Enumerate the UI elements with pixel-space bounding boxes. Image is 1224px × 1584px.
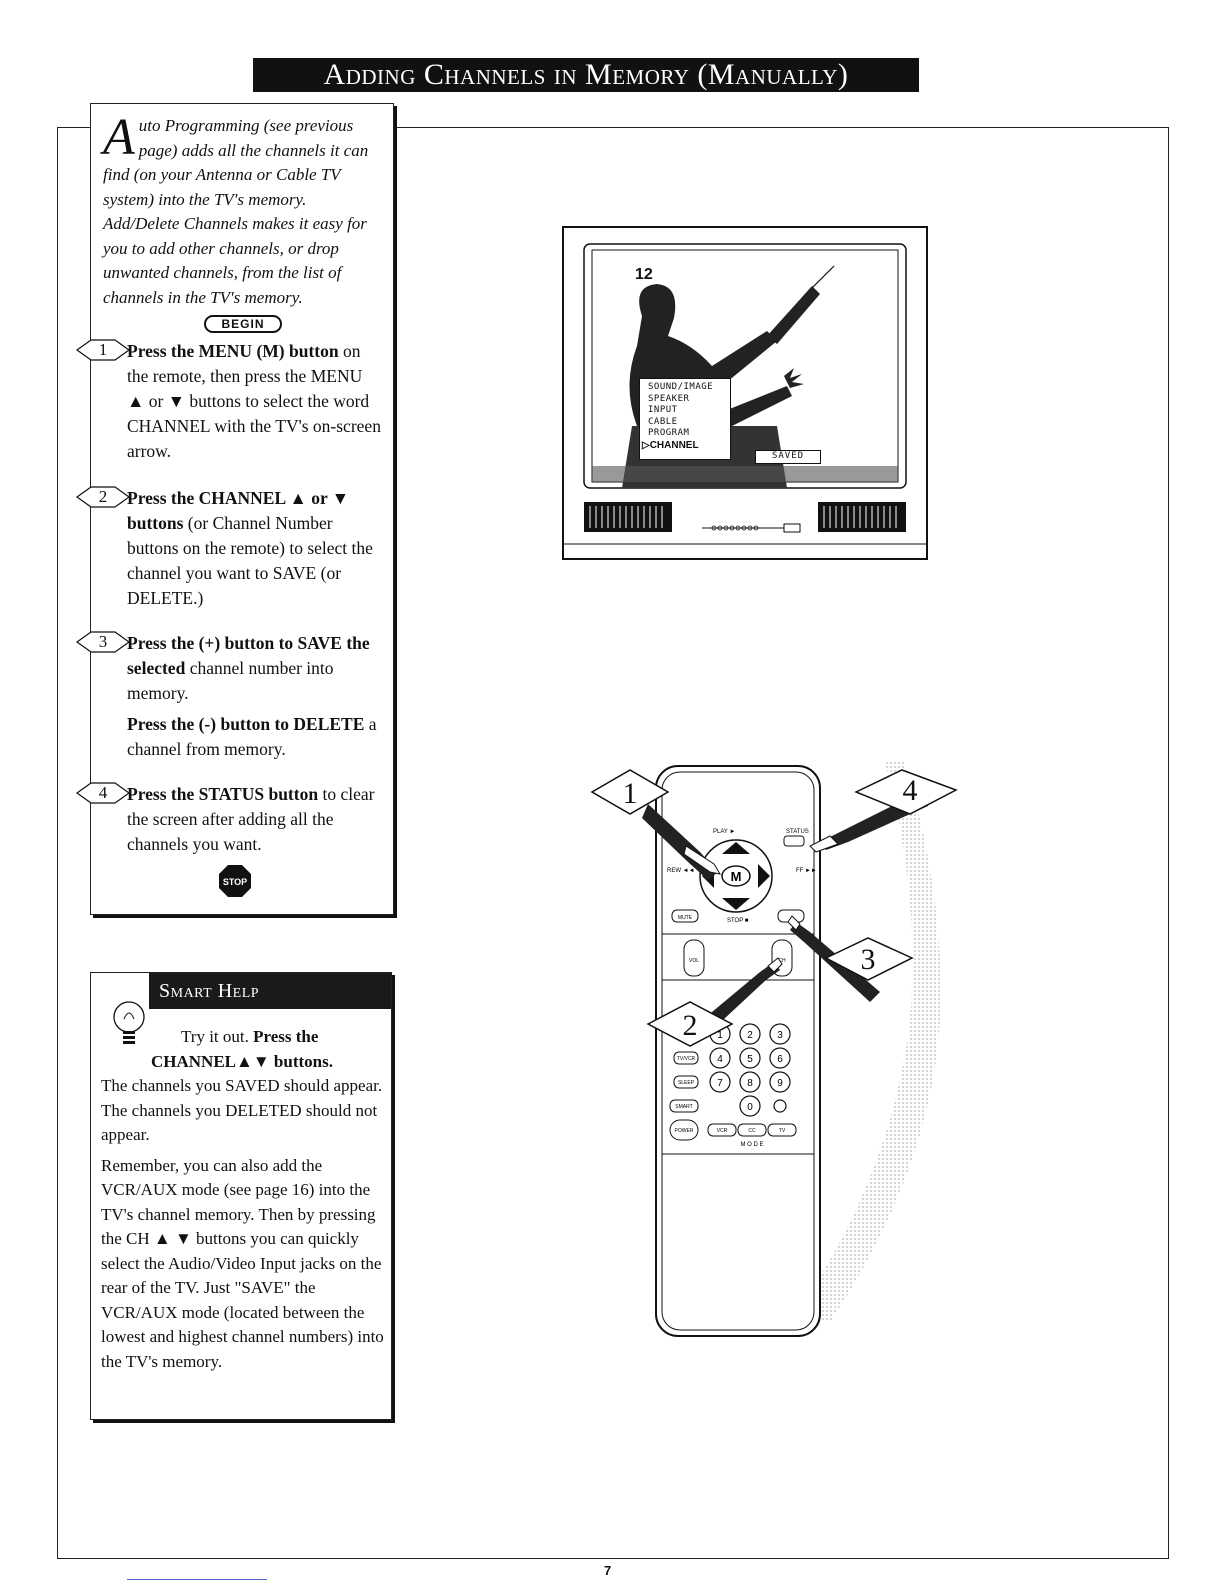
- step-text: (or Channel Number buttons on the remote…: [127, 513, 373, 608]
- remote-key-2[interactable]: 2: [747, 1030, 753, 1041]
- remote-key-0[interactable]: 0: [747, 1102, 753, 1113]
- page-frame: [57, 127, 1169, 1559]
- help-try-it-out: Try it out.: [181, 1027, 249, 1046]
- callout-4: 4: [903, 774, 918, 807]
- tv-channel-number: 12: [635, 266, 653, 283]
- menu-selected-label: CHANNEL: [649, 439, 699, 451]
- step-arrow-icon: [75, 781, 131, 805]
- step-bold: Press the STATUS button: [127, 784, 319, 804]
- remote-ch-label: CH: [778, 958, 786, 964]
- remote-rew-label: REW ◄◄: [667, 868, 695, 874]
- remote-tv-button[interactable]: TV: [779, 1128, 786, 1134]
- stop-label: STOP: [223, 877, 247, 887]
- step-bold: Press the (+) button to SAVE the selecte…: [127, 633, 370, 678]
- lightbulb-icon: [105, 969, 153, 1049]
- remote-key-7[interactable]: 7: [717, 1078, 723, 1089]
- remote-sleep-button[interactable]: SLEEP: [678, 1080, 695, 1086]
- step-arrow-icon: [75, 338, 131, 362]
- remote-key-6[interactable]: 6: [777, 1054, 783, 1065]
- menu-item: INPUT: [648, 405, 678, 415]
- remote-tvvcr-button[interactable]: TV/VCR: [677, 1056, 696, 1062]
- step-extra-bold: Press the (-) button to DELETE: [127, 714, 365, 734]
- help-paragraph-2: Remember, you can also add the VCR/AUX m…: [101, 1155, 384, 1371]
- remote-drawing: PLAY ► STATUS REW ◄◄ FF ►► M STOP ■ MUTE…: [590, 542, 958, 1337]
- page-number: 7: [604, 1563, 612, 1578]
- help-lead-line: Try it out. Press the: [101, 1025, 389, 1050]
- tv-saved-status: SAVED: [755, 450, 821, 464]
- step-bold: Press the CHANNEL ▲ or ▼ buttons: [127, 488, 350, 533]
- step-3: 3 Press the (+) button to SAVE the selec…: [75, 631, 383, 762]
- callout-1: 1: [623, 777, 638, 810]
- menu-item: SPEAKER: [648, 393, 690, 404]
- smart-help-body: Try it out. Press the CHANNEL▲▼ buttons.…: [101, 1025, 389, 1374]
- remote-illustration: PLAY ► STATUS REW ◄◄ FF ►► M STOP ■ MUTE…: [590, 542, 960, 1342]
- step-number: 2: [98, 487, 108, 506]
- remote-key-4[interactable]: 4: [717, 1054, 723, 1065]
- smart-help-title: Smart Help: [149, 973, 391, 1009]
- step-1: 1 Press the MENU (M) button on the remot…: [75, 339, 383, 464]
- remote-vcr-button[interactable]: VCR: [717, 1128, 728, 1134]
- begin-badge: BEGIN: [204, 315, 282, 333]
- callout-3: 3: [861, 943, 876, 976]
- step-extra-text: a channel from memory.: [127, 714, 377, 759]
- remote-key-8[interactable]: 8: [747, 1078, 753, 1089]
- step-arrow-icon: [75, 630, 131, 654]
- remote-stop-label: STOP ■: [727, 918, 749, 924]
- step-text: to clear the screen after adding all the…: [127, 784, 375, 854]
- remote-status-label: STATUS: [786, 829, 809, 835]
- step-2: 2 Press the CHANNEL ▲ or ▼ buttons (or C…: [75, 486, 383, 611]
- remote-vol-label: VOL: [689, 958, 699, 964]
- remote-ff-label: FF ►►: [796, 868, 817, 874]
- step-text: channel number into memory.: [127, 658, 334, 703]
- help-channel-buttons: CHANNEL▲▼ buttons.: [151, 1051, 333, 1071]
- page-title: Adding Channels in Memory (Manually): [253, 58, 919, 92]
- step-4: 4 Press the STATUS button to clear the s…: [75, 782, 383, 857]
- remote-cc-button[interactable]: CC: [748, 1128, 756, 1134]
- step-number: 4: [98, 783, 108, 802]
- remote-key-1[interactable]: 1: [717, 1030, 723, 1041]
- step-text: on the remote, then press the MENU ▲ or …: [127, 341, 381, 461]
- step-arrow-icon: [75, 485, 131, 509]
- remote-smart-button[interactable]: SMART: [675, 1104, 692, 1110]
- remote-menu-button[interactable]: M: [731, 869, 742, 884]
- tv-illustration: 12 SOUND/IMAGE SPEAKER INPUT CABLE PROGR…: [562, 226, 928, 560]
- menu-item: CABLE: [648, 416, 678, 427]
- remote-key-3[interactable]: 3: [777, 1030, 783, 1041]
- menu-item: PROGRAM: [648, 428, 690, 438]
- tv-drawing: [562, 226, 928, 560]
- step-bold: Press the MENU (M) button: [127, 341, 339, 361]
- callout-2: 2: [683, 1009, 698, 1042]
- menu-item-selected: ▷CHANNEL: [642, 439, 699, 451]
- tv-onscreen-menu: SOUND/IMAGE SPEAKER INPUT CABLE PROGRAM …: [639, 378, 731, 460]
- smart-help-box: Smart Help Try it out. Press the CHANNEL…: [90, 972, 392, 1420]
- remote-power-button[interactable]: POWER: [675, 1128, 694, 1134]
- stop-sign-icon: STOP: [218, 864, 252, 898]
- help-paragraph-1: The channels you SAVED should appear. Th…: [101, 1076, 383, 1144]
- remote-key-5[interactable]: 5: [747, 1054, 753, 1065]
- intro-dropcap: A: [103, 109, 135, 166]
- intro-text: uto Programming (see previous page) adds…: [103, 116, 369, 307]
- step-number: 3: [98, 632, 108, 651]
- remote-play-label: PLAY ►: [713, 829, 735, 835]
- remote-mute-button[interactable]: MUTE: [678, 915, 693, 921]
- footer-rule: [127, 1579, 267, 1580]
- step-number: 1: [98, 340, 108, 359]
- remote-mode-label: M O D E: [740, 1142, 763, 1148]
- menu-item: SOUND/IMAGE: [648, 382, 714, 392]
- help-press-the: Press the: [253, 1027, 319, 1046]
- remote-key-9[interactable]: 9: [777, 1078, 783, 1089]
